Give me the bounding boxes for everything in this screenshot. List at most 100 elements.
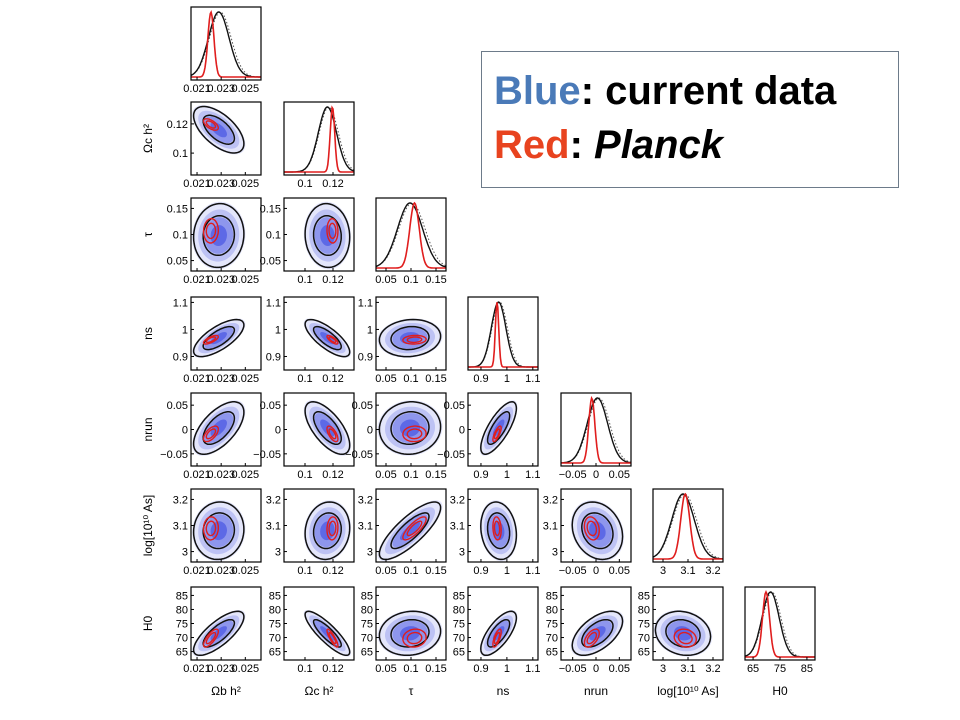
legend-line-current: Blue: current data (494, 64, 898, 118)
x-tick-label-2-0-0: 0.021 (183, 274, 211, 286)
y-tick-label-3-2-0: 0.9 (358, 351, 373, 363)
current-contour-95-3-5 (480, 501, 518, 561)
x-tick-label-4-3-0: 0.9 (473, 469, 488, 481)
x-tick-label-1-0-2: 0.025 (232, 178, 260, 190)
x-tick-label-5-5-1: 3.1 (680, 565, 695, 577)
current-density-3-4-1 (484, 406, 514, 450)
y-tick-label-6-0-0: 65 (176, 647, 188, 659)
legend-current-text: : current data (580, 69, 837, 113)
planck-contour-95-2-3 (402, 334, 427, 345)
x-tick-label-1-1-0: 0.1 (297, 178, 312, 190)
current-contour-68-0-2 (202, 215, 236, 257)
y-tick-label-5-1-1: 3.1 (266, 521, 281, 533)
current-contour-68-1-5 (312, 512, 342, 550)
y-tick-label-6-4-1: 70 (546, 633, 558, 645)
x-tick-label-4-0-1: 0.023 (207, 469, 235, 481)
x-tick-label-2-0-1: 0.023 (207, 274, 235, 286)
current-contour-95-2-5 (378, 501, 442, 561)
planck-contour-95-2-4 (402, 425, 427, 443)
x-tick-label-4-2-2: 0.15 (425, 469, 446, 481)
y-tick-label-6-1-2: 75 (269, 619, 281, 631)
current-contour-95-5-6 (654, 610, 712, 657)
x-axis-label-3: ns (497, 684, 510, 698)
y-tick-label-3-1-0: 0.9 (266, 351, 281, 363)
y-tick-label-4-1-2: 0.05 (260, 400, 281, 412)
x-tick-label-5-1-1: 0.12 (322, 565, 343, 577)
y-tick-label-5-4-2: 3.2 (543, 494, 558, 506)
planck-contour-95-1-6 (326, 628, 339, 648)
planck-contour-95-0-3 (202, 334, 219, 345)
planck-contour-95-0-2 (202, 218, 219, 244)
planck-contour-68-4-5 (586, 520, 598, 537)
y-tick-label-2-0-2: 0.15 (167, 203, 188, 215)
current-density-3-4-0 (479, 400, 518, 456)
current-density-0-1-2 (204, 116, 234, 143)
x-tick-label-4-4-1: 0 (593, 469, 599, 481)
y-tick-label-4-0-1: 0 (182, 425, 188, 437)
planck-posterior-curve-1 (284, 105, 354, 173)
current-posterior-curve-0 (191, 11, 261, 78)
planck-contour-68-1-3 (328, 336, 337, 344)
current-density-0-3-2 (204, 327, 234, 349)
legend-planck-text: Planck (594, 123, 723, 167)
planck-contour-68-0-4 (205, 428, 217, 440)
y-tick-label-6-3-3: 80 (453, 604, 465, 616)
x-tick-label-5-5-0: 3 (660, 565, 666, 577)
planck-contour-95-1-3 (326, 334, 339, 345)
y-tick-label-4-2-1: 0 (367, 425, 373, 437)
x-tick-label-3-0-1: 0.023 (207, 373, 235, 385)
x-tick-label-6-6-0: 65 (747, 663, 759, 675)
x-tick-label-6-2-2: 0.15 (425, 663, 446, 675)
x-tick-label-4-0-0: 0.021 (183, 469, 211, 481)
y-tick-label-6-0-3: 80 (176, 604, 188, 616)
x-tick-label-5-3-0: 0.9 (473, 565, 488, 577)
current-contour-68-0-3 (202, 325, 236, 351)
current-contour-68-2-5 (390, 512, 430, 550)
x-tick-label-6-5-0: 3 (660, 663, 666, 675)
current-posterior-curve-6 (745, 591, 815, 658)
y-axis-label-6: H0 (141, 616, 155, 632)
x-tick-label-5-0-0: 0.021 (183, 565, 211, 577)
current-density-0-2-0 (192, 201, 246, 270)
y-tick-label-2-1-2: 0.15 (260, 203, 281, 215)
y-tick-label-3-0-0: 0.9 (173, 351, 188, 363)
current-contour-95-1-3 (304, 318, 351, 358)
planck-contour-68-0-6 (205, 631, 217, 645)
y-tick-label-6-2-2: 75 (361, 619, 373, 631)
planck-contour-95-4-6 (583, 628, 600, 648)
x-tick-label-5-5-2: 3.2 (705, 565, 720, 577)
current-contour-68-3-6 (486, 618, 511, 648)
y-tick-label-6-3-1: 70 (453, 633, 465, 645)
x-tick-label-3-1-0: 0.1 (297, 373, 312, 385)
x-tick-label-4-0-2: 0.025 (232, 469, 260, 481)
current-density-0-6-0 (192, 610, 246, 657)
x-tick-label-3-2-2: 0.15 (425, 373, 446, 385)
current-contour-95-1-2 (304, 202, 351, 269)
x-tick-label-6-0-1: 0.023 (207, 663, 235, 675)
current-contour-68-2-6 (390, 618, 430, 648)
current-density-2-4-2 (392, 413, 428, 443)
x-tick-label-6-2-0: 0.05 (375, 663, 396, 675)
y-tick-label-3-0-2: 1.1 (173, 297, 188, 309)
y-tick-label-3-2-1: 1 (367, 324, 373, 336)
current-density-2-5-2 (392, 514, 428, 548)
y-tick-label-4-1-1: 0 (275, 425, 281, 437)
y-tick-label-5-2-2: 3.2 (358, 494, 373, 506)
current-posterior-curve-3 (468, 301, 538, 368)
current-density-3-5-0 (479, 500, 518, 562)
x-tick-label-5-3-2: 1.1 (525, 565, 540, 577)
x-tick-label-1-0-0: 0.021 (183, 178, 211, 190)
x-tick-label-4-1-0: 0.1 (297, 469, 312, 481)
planck-contour-68-0-1 (205, 120, 217, 129)
panel-frame-3-3 (467, 296, 539, 371)
planck-contour-95-3-4 (492, 425, 502, 443)
legend-red-label: Red (494, 123, 570, 167)
current-density-0-6-1 (198, 615, 240, 652)
